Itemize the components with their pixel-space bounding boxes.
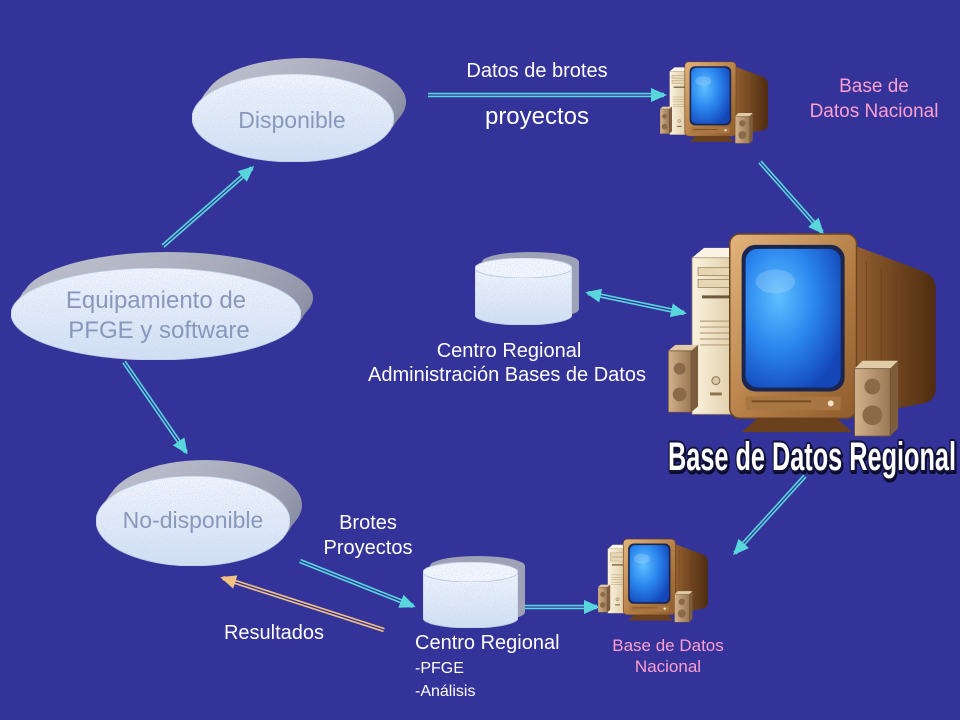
regional-admin-label-line1: Centro Regional bbox=[437, 340, 582, 362]
national-db-top-label-line1: Base de bbox=[839, 76, 909, 97]
regional-db-computer-icon bbox=[668, 233, 937, 437]
national-db-bottom-label-line2: Nacional bbox=[635, 657, 701, 676]
available-flow-label-line2: proyectos bbox=[485, 103, 589, 130]
national-db-bottom-label-line1: Base de Datos bbox=[612, 636, 724, 655]
national-db-top-label-line2: Datos Nacional bbox=[810, 101, 939, 122]
regional-admin-database-icon bbox=[474, 252, 579, 326]
arrow-inner-gap bbox=[759, 161, 814, 223]
regional-admin-label-line2: Administración Bases de Datos bbox=[368, 364, 646, 386]
arrows bbox=[122, 88, 824, 633]
node-equipment-face bbox=[10, 267, 302, 361]
node-available-label: Disponible bbox=[238, 107, 345, 133]
node-unavailable-label: No-disponible bbox=[123, 507, 264, 533]
results-label: Resultados bbox=[224, 622, 324, 644]
arrow-inner-gap bbox=[743, 475, 806, 544]
arrow-inner-gap bbox=[600, 295, 672, 311]
node-equipment-label-line1: Equipamiento de bbox=[66, 287, 246, 314]
regional-admin-database-top bbox=[474, 257, 573, 279]
regional-center-title: Centro Regional bbox=[415, 632, 560, 654]
regional-center-database-icon bbox=[422, 556, 525, 629]
regional-center-item-pfge: -PFGE bbox=[415, 660, 464, 677]
national-db-top-computer-icon bbox=[660, 61, 769, 144]
node-equipment: Equipamiento de PFGE y software bbox=[10, 252, 313, 361]
unavailable-flow-label-line1: Brotes bbox=[339, 512, 397, 534]
node-available: Disponible bbox=[191, 58, 406, 163]
national-db-bottom-computer-icon bbox=[598, 538, 709, 623]
arrow-inner-gap bbox=[235, 581, 385, 631]
regional-center-database-body bbox=[422, 571, 519, 629]
arrow-inner-gap bbox=[162, 176, 243, 247]
node-available-face bbox=[191, 73, 395, 163]
regional-center-database-top bbox=[422, 561, 519, 583]
unavailable-flow-label-line2: Proyectos bbox=[324, 537, 413, 559]
regional-admin-database-body bbox=[474, 267, 573, 326]
node-equipment-label-line2: PFGE y software bbox=[68, 317, 249, 344]
node-unavailable: No-disponible bbox=[95, 460, 302, 567]
arrow-inner-gap bbox=[299, 560, 402, 602]
regional-center-item-analysis: -Análisis bbox=[415, 683, 475, 700]
node-unavailable-face bbox=[95, 475, 291, 567]
arrow-inner-gap bbox=[123, 361, 180, 442]
regional-db-title: Base de Datos Regional bbox=[668, 435, 956, 479]
available-flow-label-line1: Datos de brotes bbox=[466, 60, 607, 82]
